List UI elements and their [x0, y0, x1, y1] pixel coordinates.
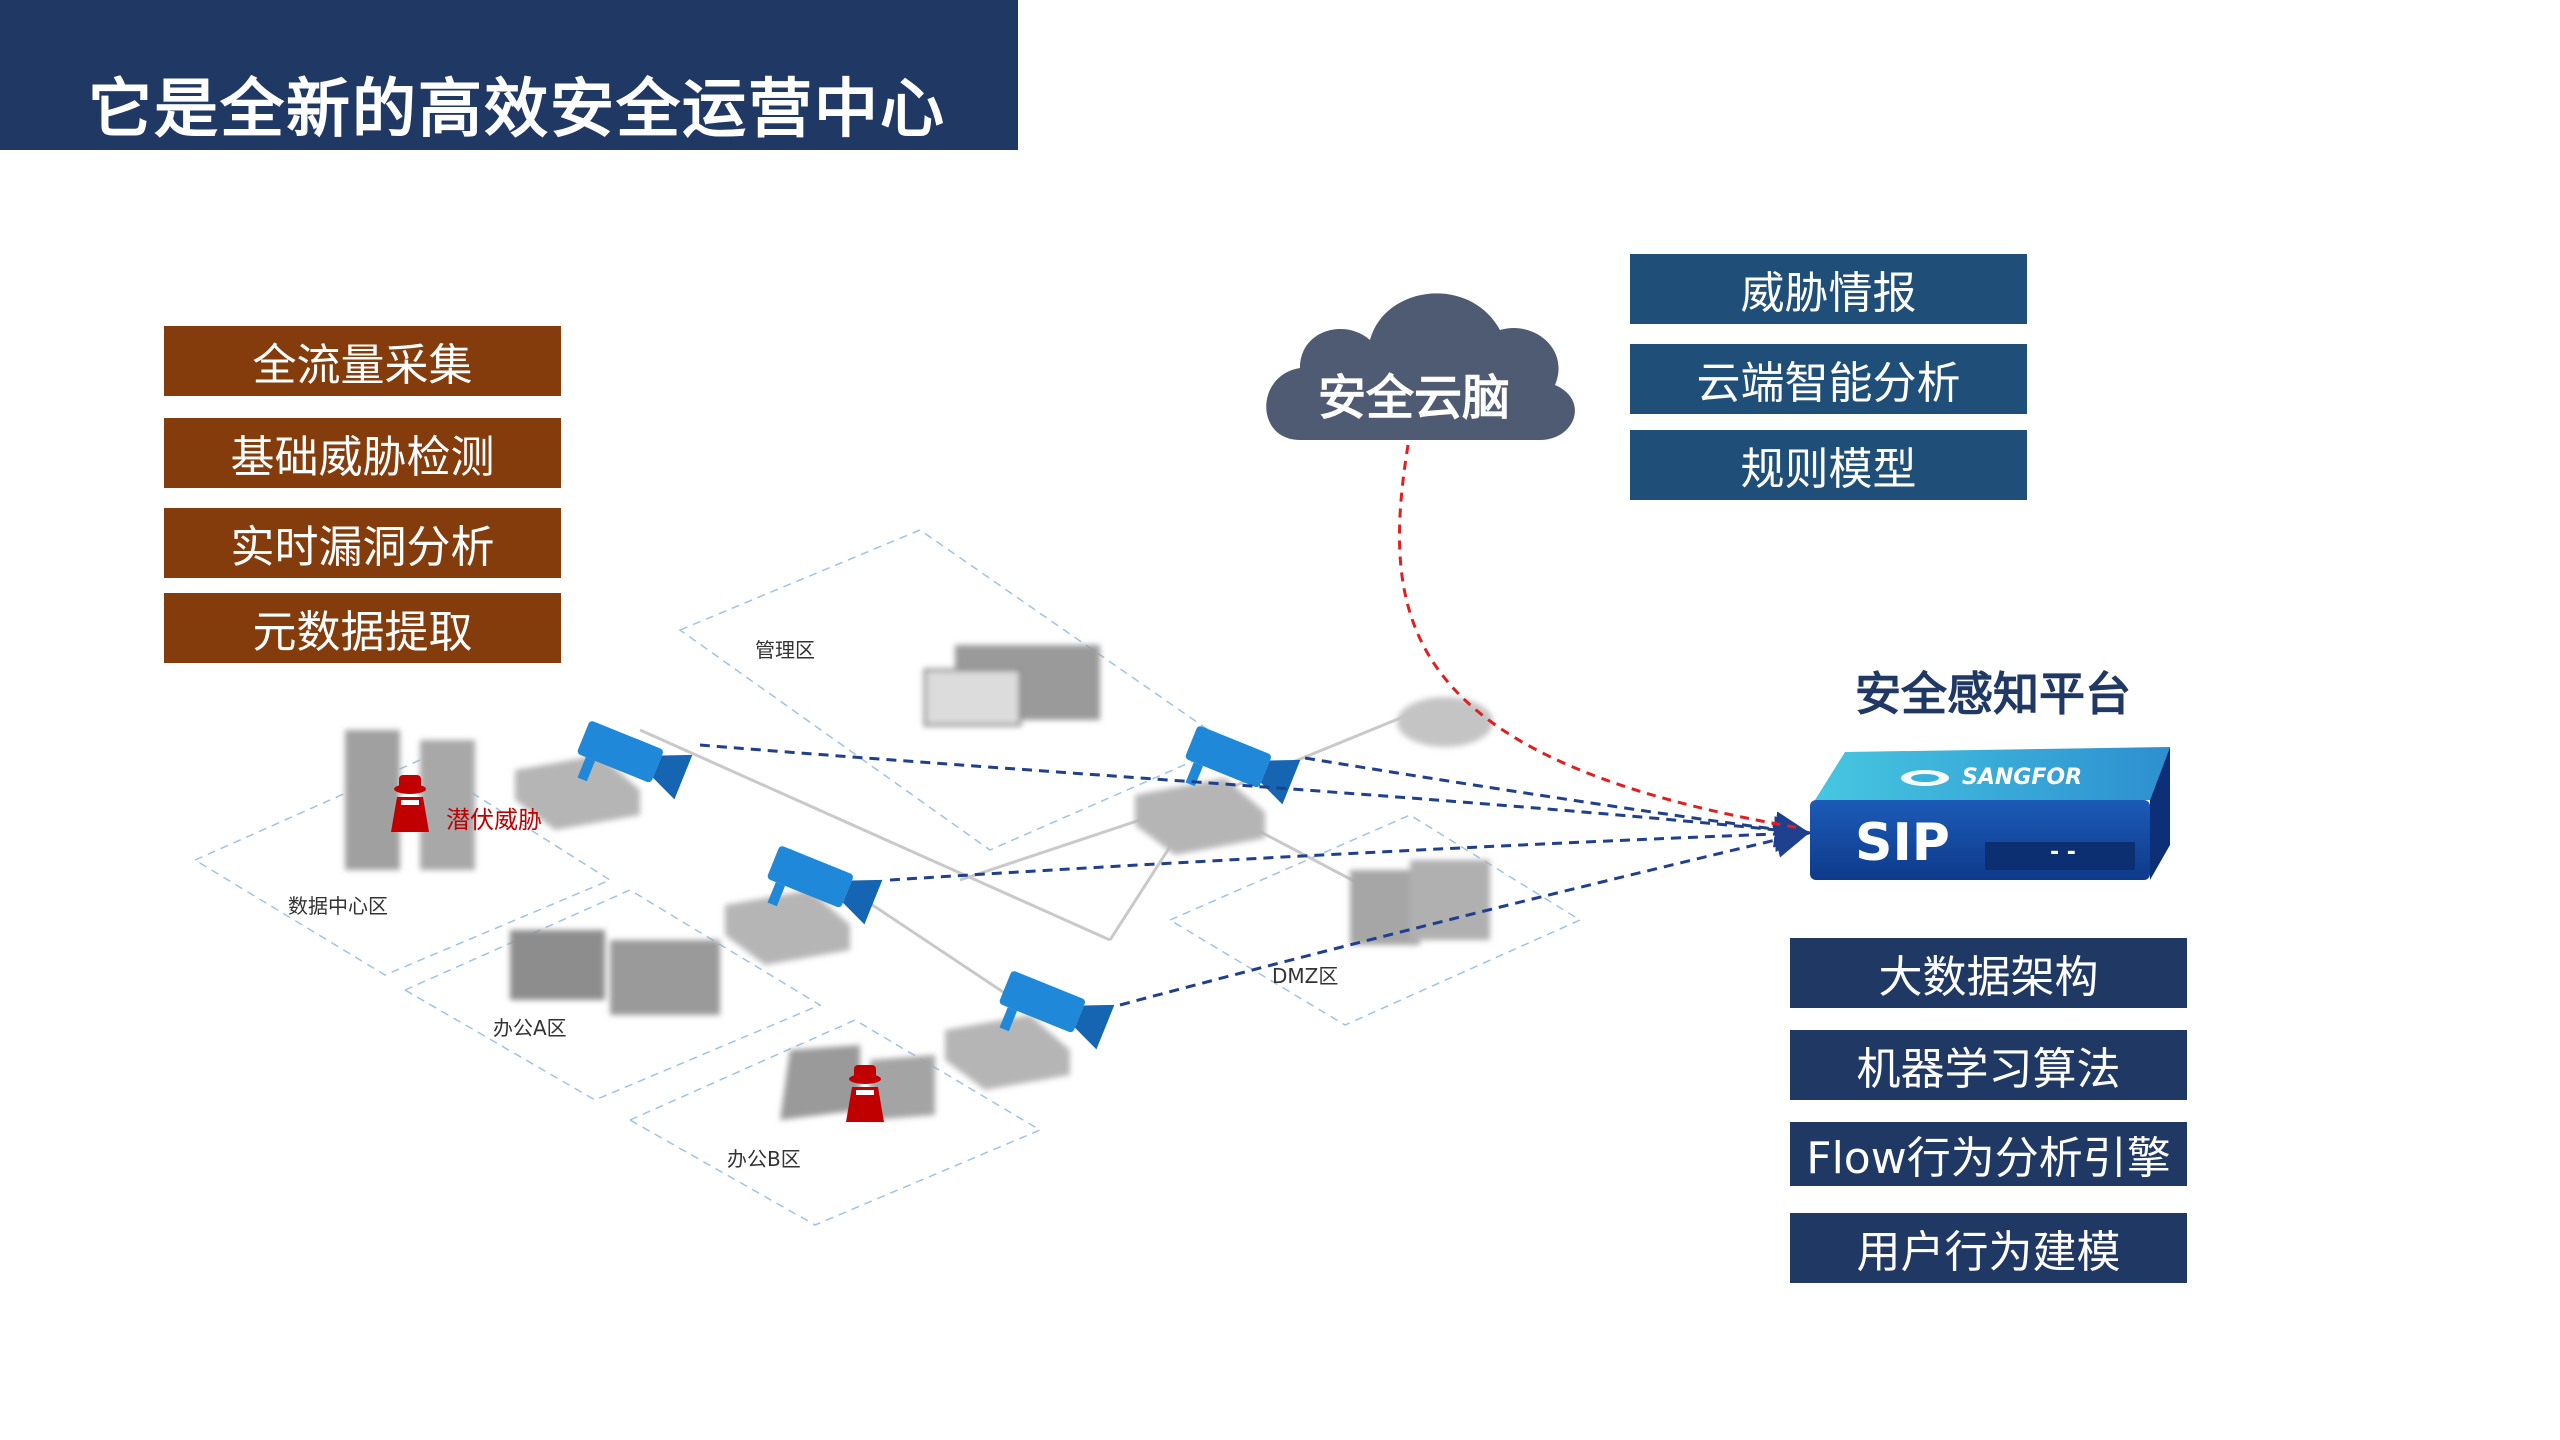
flow-sensor-1: [699, 743, 1811, 848]
threat-icon-office-b: [846, 1065, 884, 1122]
sensor-camera-4: [999, 971, 1115, 1050]
flow-sensor-4: [1119, 822, 1811, 1007]
cloud-tag-rule-model: 规则模型: [1630, 430, 2027, 500]
zone-office-b-outline: [628, 1019, 1042, 1226]
title-bar: 它是全新的高效安全运营中心: [0, 0, 1018, 150]
dmz-server-1: [1350, 870, 1420, 945]
blurred-devices: [345, 645, 1493, 1120]
zone-label-management: 管理区: [755, 638, 815, 662]
cloud-tag-threat-intel: 威胁情报: [1630, 254, 2027, 324]
flow-sensor-3: [889, 816, 1811, 882]
switch-2: [725, 890, 850, 965]
platform-tag-flow-engine: Flow行为分析引擎: [1790, 1122, 2187, 1186]
platform-tag-bigdata: 大数据架构: [1790, 938, 2187, 1008]
sip-device: [1810, 747, 2170, 880]
left-tag-metadata: 元数据提取: [164, 593, 561, 663]
left-tag-full-traffic: 全流量采集: [164, 326, 561, 396]
zone-datacenter-outline: [193, 759, 612, 976]
cloud-label: 安全云脑: [1318, 370, 1511, 426]
zone-office-a-outline: [403, 889, 822, 1101]
left-tag-vuln-analysis: 实时漏洞分析: [164, 508, 561, 578]
threat-label: 潜伏威胁: [446, 806, 542, 834]
zone-label-datacenter: 数据中心区: [288, 894, 388, 918]
switch-1: [515, 755, 640, 830]
zone-label-office-b: 办公B区: [727, 1147, 801, 1171]
platform-title: 安全感知平台: [1855, 667, 2131, 721]
dc-server-1: [345, 730, 400, 870]
sangfor-logo-icon: [1901, 770, 1949, 786]
dc-server-2: [420, 740, 475, 870]
threat-icon-datacenter: [391, 775, 429, 832]
router: [1397, 697, 1493, 747]
zone-label-dmz: DMZ区: [1272, 964, 1339, 988]
sensor-camera-3: [767, 846, 883, 925]
platform-tag-ueba: 用户行为建模: [1790, 1213, 2187, 1283]
platform-tag-ml: 机器学习算法: [1790, 1030, 2187, 1100]
left-tag-basic-detection: 基础威胁检测: [164, 418, 561, 488]
mgmt-monitor: [923, 668, 1022, 727]
sangfor-brand: SANGFOR: [1962, 765, 2083, 790]
office-b-laptop-1: [780, 1045, 860, 1120]
sensors: [577, 721, 1301, 1050]
switch-3: [945, 1015, 1070, 1090]
sensor-camera-1: [577, 721, 693, 800]
sensor-camera-2: [1185, 726, 1301, 805]
data-flows: [699, 743, 1811, 1007]
cloud-link: [1397, 444, 1801, 830]
switch-core: [1135, 778, 1265, 855]
cloud-icon: [1266, 293, 1575, 440]
cloud-tag-cloud-analysis: 云端智能分析: [1630, 344, 2027, 414]
zone-dmz-outline: [1168, 814, 1582, 1026]
sip-label: SIP: [1855, 813, 1950, 873]
page-title: 它是全新的高效安全运营中心: [88, 73, 946, 147]
office-a-pc-2: [610, 940, 720, 1015]
office-a-pc-1: [510, 930, 605, 1000]
office-b-laptop-2: [870, 1055, 935, 1120]
sip-indicator: - -: [2050, 840, 2076, 865]
zone-label-office-a: 办公A区: [493, 1016, 567, 1040]
